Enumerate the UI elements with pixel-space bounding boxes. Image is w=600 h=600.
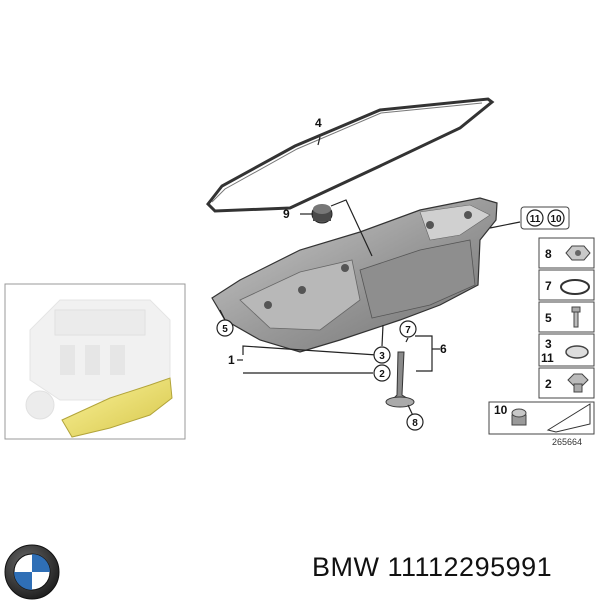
leader-lines (219, 136, 521, 421)
parts-list-row-2 (538, 269, 595, 301)
callout-2: 2 (379, 369, 385, 380)
callout-1: 1 (228, 353, 235, 367)
cutaway-arrow-icon (546, 403, 591, 433)
callout-7: 7 (405, 325, 411, 336)
hex-nut-icon (565, 245, 591, 261)
oil-pan-gasket (206, 97, 495, 213)
callout-11-circle (526, 209, 544, 227)
engine-block-icon (25, 299, 171, 420)
callout-10-circle (547, 209, 565, 227)
screw-plug-number: 10 (494, 403, 508, 417)
callout-6: 6 (440, 342, 447, 356)
part-caption: BMW 11112295991 (312, 552, 553, 582)
parts-list-number-4b: 11 (541, 351, 554, 365)
callout-11: 11 (530, 214, 541, 225)
bolt-icon (571, 306, 581, 328)
callout-7-circle (399, 320, 417, 338)
screw-plug-box: 10 (488, 401, 595, 435)
sealing-ring-icon (565, 345, 589, 359)
parts-list-number-4a: 3 (545, 337, 552, 351)
callout-5: 5 (222, 324, 228, 335)
oil-pan-icon (211, 197, 498, 353)
callout-2-circle (373, 364, 391, 382)
diagram-id: 265664 (552, 437, 583, 447)
callout-3-circle (373, 346, 391, 364)
parts-list-number-2: 7 (545, 279, 552, 293)
callout-8: 8 (412, 418, 418, 429)
parts-list-number-3: 5 (545, 311, 552, 325)
parts-list-number-5: 2 (545, 377, 552, 391)
callout-9: 9 (283, 207, 290, 221)
callout-5-circle (216, 319, 234, 337)
parts-list-row-3 (538, 301, 595, 333)
oil-pan-highlight (61, 377, 173, 438)
callout-8-circle (406, 413, 424, 431)
callout-10: 10 (550, 214, 562, 225)
rubber-plug-icon (311, 204, 333, 224)
drain-plug-icon (567, 373, 589, 393)
callout-pair: 11 10 (520, 206, 570, 230)
callout-3: 3 (379, 351, 385, 362)
o-ring-icon (560, 279, 590, 295)
callout-4: 4 (315, 116, 322, 130)
screw-plug-icon (511, 408, 527, 426)
bmw-logo (4, 544, 60, 600)
oil-dipstick-tube-icon (385, 351, 415, 408)
parts-list: 8 7 5 3 11 2 (538, 237, 595, 399)
engine-thumbnail (4, 283, 186, 440)
parts-list-number-1: 8 (545, 247, 552, 261)
